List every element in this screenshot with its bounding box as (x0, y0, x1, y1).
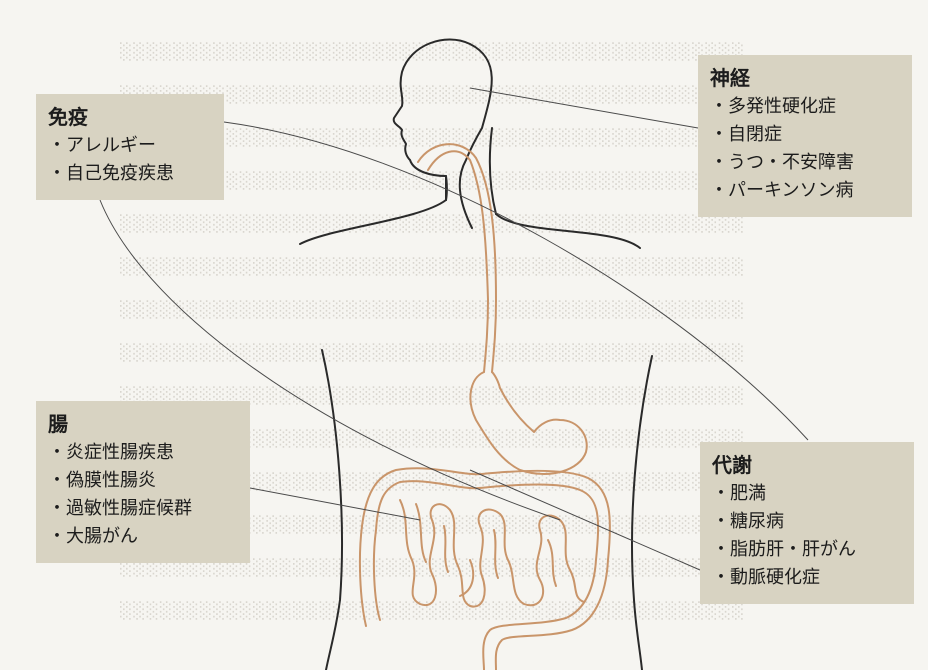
chest-outline (446, 176, 447, 200)
left-shoulder-outline (300, 200, 446, 244)
gut-title: 腸 (48, 411, 238, 437)
gut-label-box: 腸 炎症性腸疾患 偽膜性腸炎 過敏性腸症候群 大腸がん (36, 401, 250, 563)
gut-list: 炎症性腸疾患 偽膜性腸炎 過敏性腸症候群 大腸がん (48, 439, 238, 551)
metabolic-title: 代謝 (712, 452, 902, 478)
immune-title: 免疫 (48, 104, 212, 130)
list-item: 大腸がん (48, 523, 238, 551)
list-item: アレルギー (48, 132, 212, 160)
leader-line-gut-intestine (250, 488, 420, 520)
metabolic-list: 肥満 糖尿病 脂肪肝・肝がん 動脈硬化症 (712, 480, 902, 592)
list-item: うつ・不安障害 (710, 149, 900, 177)
list-item: 偽膜性腸炎 (48, 467, 238, 495)
list-item: 自己免疫疾患 (48, 160, 212, 188)
body-outline (300, 40, 652, 670)
leader-line-nerve-brain (470, 88, 698, 128)
small-intestine (400, 500, 584, 607)
right-shoulder-outline (496, 214, 640, 248)
head-outline (394, 40, 492, 228)
neck-outline (490, 128, 496, 214)
immune-label-box: 免疫 アレルギー 自己免疫疾患 (36, 94, 224, 200)
right-torso-outline (632, 356, 652, 670)
list-item: 多発性硬化症 (710, 93, 900, 121)
esophagus (428, 151, 488, 372)
list-item: 糖尿病 (712, 508, 902, 536)
left-torso-outline (322, 350, 342, 670)
nerve-list: 多発性硬化症 自閉症 うつ・不安障害 パーキンソン病 (710, 93, 900, 205)
list-item: 炎症性腸疾患 (48, 439, 238, 467)
list-item: 脂肪肝・肝がん (712, 536, 902, 564)
nerve-label-box: 神経 多発性硬化症 自閉症 うつ・不安障害 パーキンソン病 (698, 55, 912, 217)
stomach (470, 372, 586, 474)
list-item: 動脈硬化症 (712, 564, 902, 592)
list-item: 自閉症 (710, 121, 900, 149)
immune-list: アレルギー 自己免疫疾患 (48, 132, 212, 188)
nerve-title: 神経 (710, 65, 900, 91)
list-item: 過敏性腸症候群 (48, 495, 238, 523)
list-item: パーキンソン病 (710, 177, 900, 205)
list-item: 肥満 (712, 480, 902, 508)
metabolic-label-box: 代謝 肥満 糖尿病 脂肪肝・肝がん 動脈硬化症 (700, 442, 914, 604)
digestive-tract (360, 144, 610, 670)
